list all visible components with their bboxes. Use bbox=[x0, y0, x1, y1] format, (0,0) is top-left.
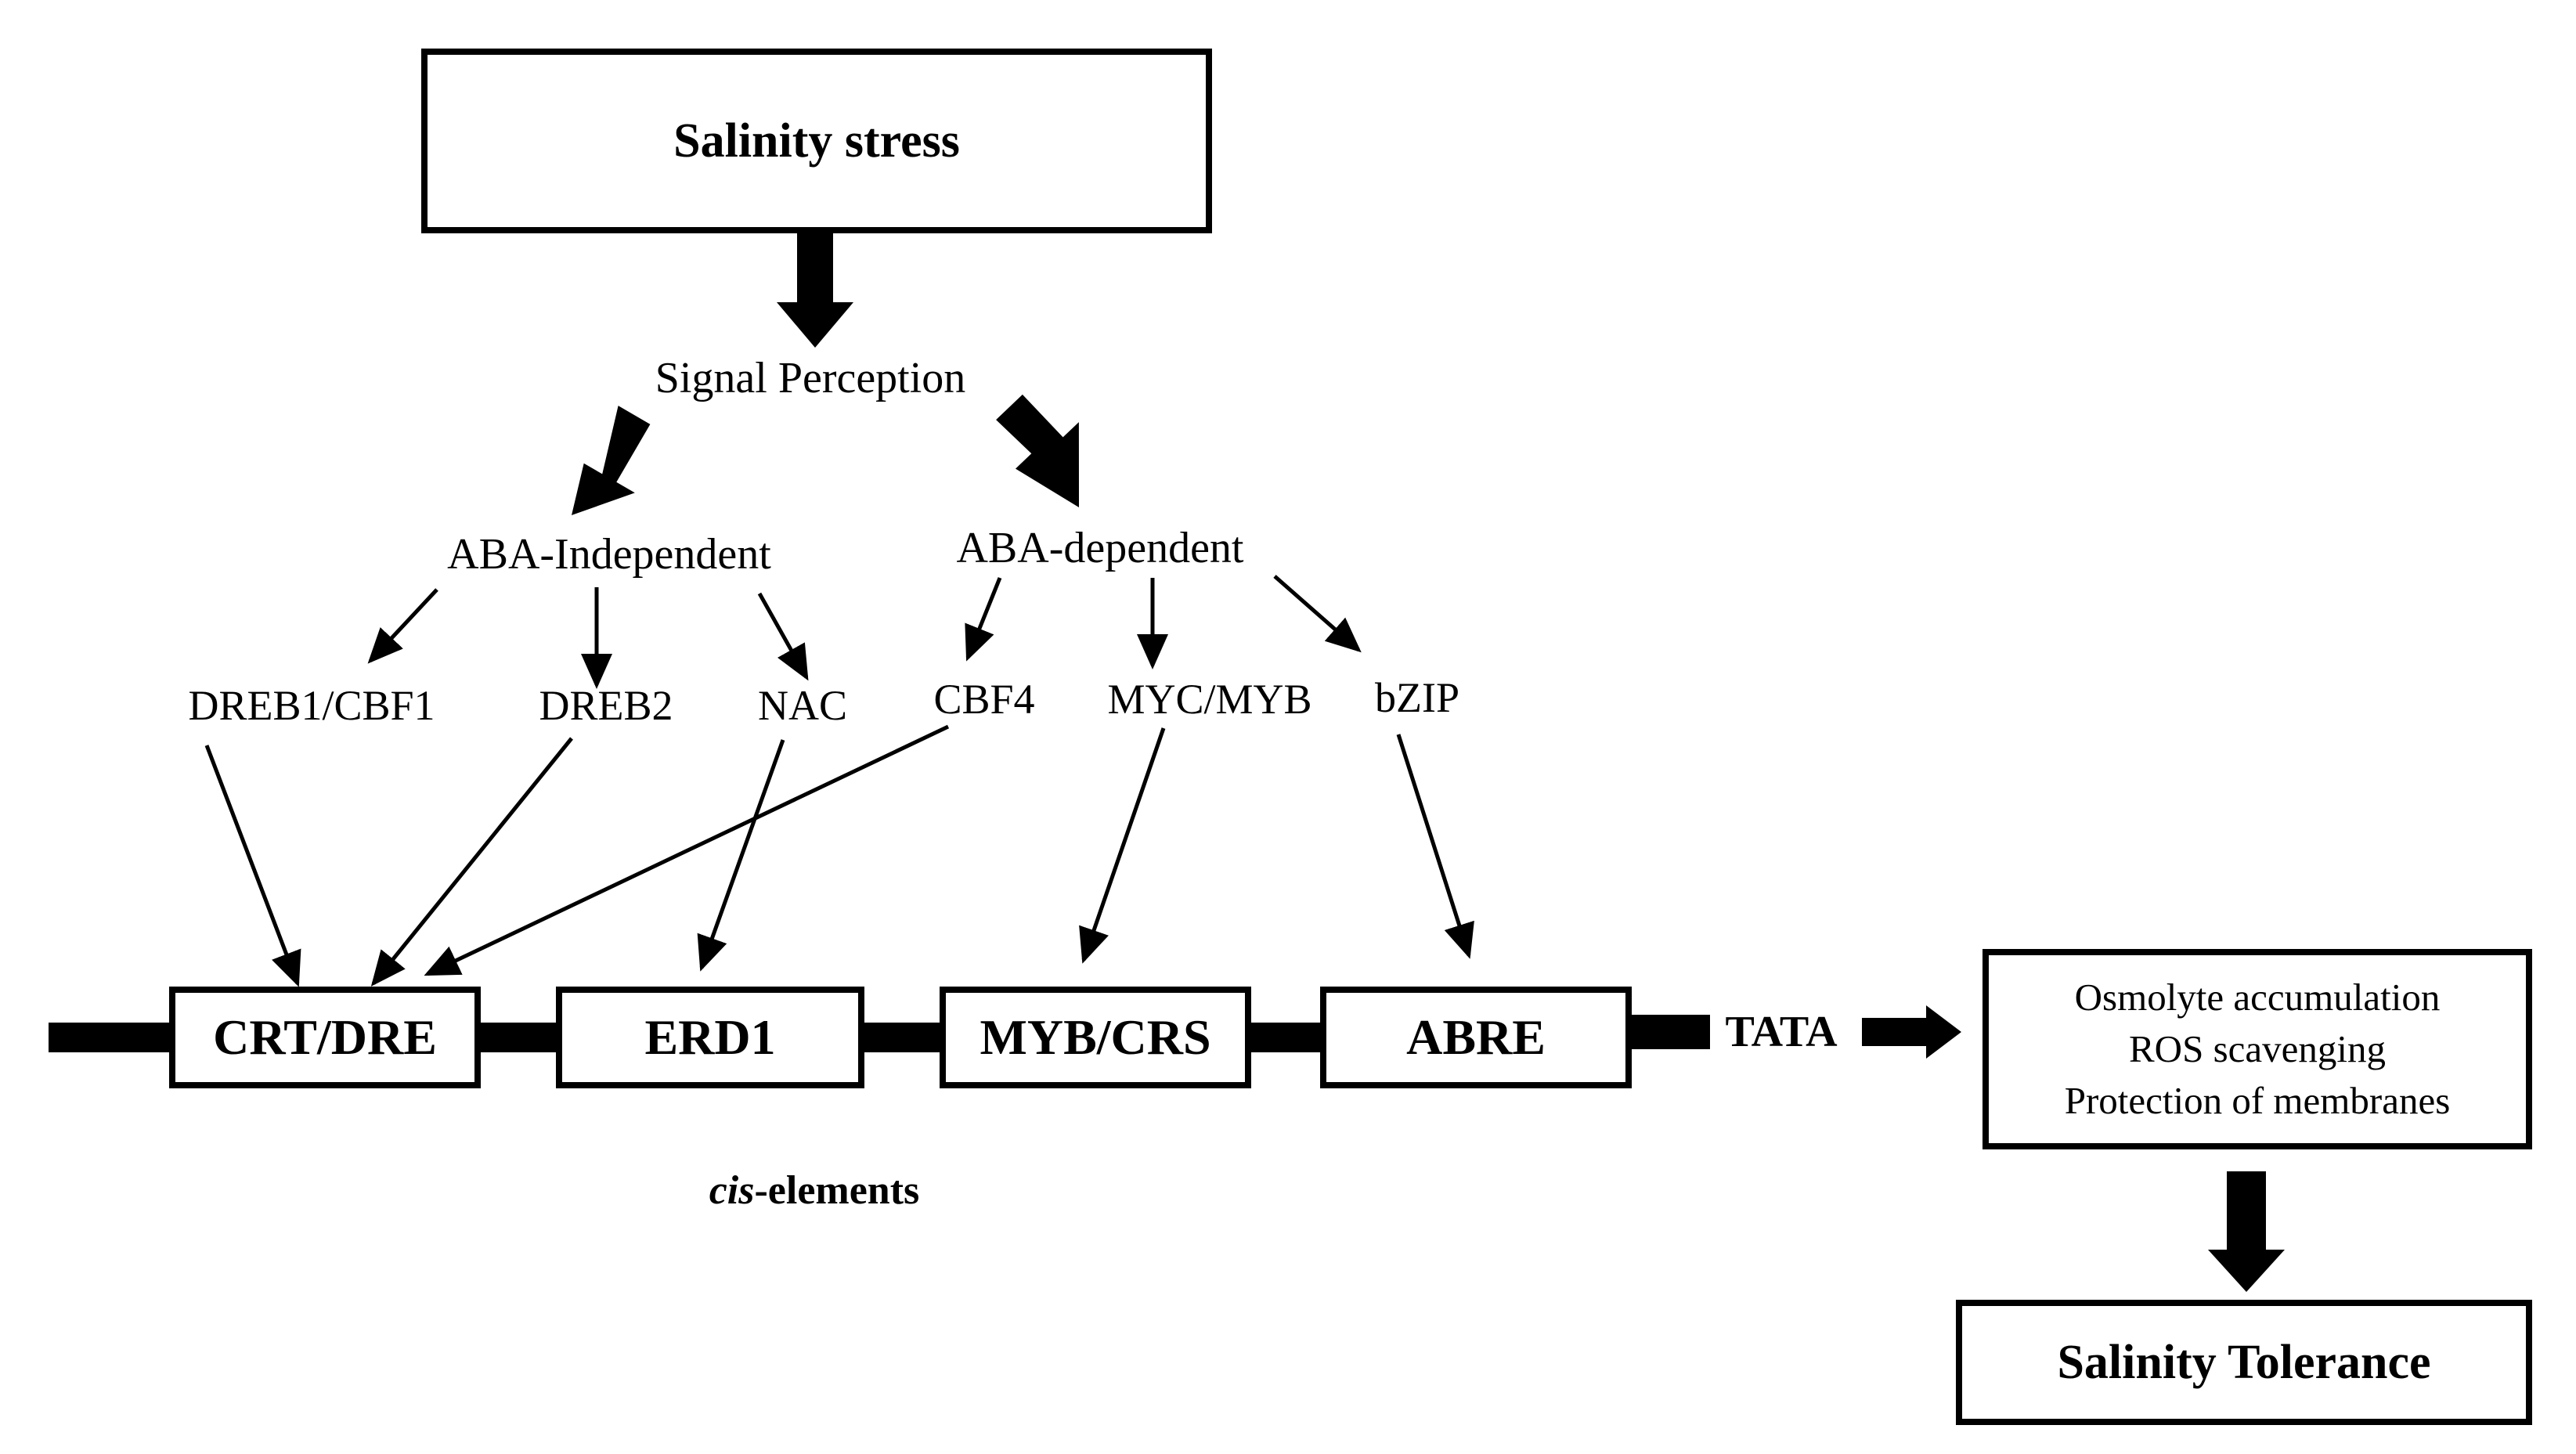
outcome-membranes: Protection of membranes bbox=[2064, 1079, 2451, 1122]
outcome-osmolyte: Osmolyte accumulation bbox=[2074, 976, 2441, 1019]
arrow-dependent-to-bzip bbox=[1273, 575, 1362, 653]
arrow-cbf4-to-crt bbox=[424, 724, 950, 976]
tf-cbf4: CBF4 bbox=[933, 676, 1035, 723]
cis-box-abre: ABRE bbox=[1320, 987, 1632, 1088]
cis-label-erd1: ERD1 bbox=[644, 1009, 776, 1065]
cis-box-myb-crs: MYB/CRS bbox=[940, 987, 1251, 1088]
tf-dreb1-cbf1: DREB1/CBF1 bbox=[188, 682, 435, 729]
cis-caption-italic: cis bbox=[709, 1167, 755, 1213]
aba-dependent-label: ABA-dependent bbox=[956, 524, 1244, 572]
salinity-stress-box: Salinity stress bbox=[421, 49, 1212, 233]
salinity-tolerance-label: Salinity Tolerance bbox=[2057, 1335, 2431, 1389]
block-arrow-outcomes-to-tolerance bbox=[2208, 1171, 2285, 1292]
cis-caption-rest: -elements bbox=[754, 1167, 920, 1213]
salinity-tolerance-box: Salinity Tolerance bbox=[1956, 1300, 2532, 1425]
block-arrow-tata-to-outcomes bbox=[1862, 1005, 1961, 1059]
tf-dreb2: DREB2 bbox=[539, 682, 673, 729]
thin-arrows bbox=[204, 575, 1474, 987]
cis-label-crt-dre: CRT/DRE bbox=[213, 1009, 437, 1065]
salinity-stress-label: Salinity stress bbox=[673, 114, 960, 168]
block-arrow-perception-to-independent bbox=[572, 406, 651, 515]
cis-elements-caption: cis-elements bbox=[658, 1159, 971, 1221]
arrow-independent-to-dreb1 bbox=[367, 588, 438, 664]
cis-box-erd1: ERD1 bbox=[556, 987, 864, 1088]
cis-box-crt-dre: CRT/DRE bbox=[169, 987, 481, 1088]
promoter-line bbox=[49, 1015, 1710, 1052]
arrow-bzip-to-abre bbox=[1396, 734, 1474, 959]
arrow-dreb1-to-crt bbox=[204, 745, 301, 987]
outcomes-box: Osmolyte accumulation ROS scavenging Pro… bbox=[1983, 949, 2532, 1149]
outcome-ros: ROS scavenging bbox=[2129, 1027, 2386, 1070]
arrow-independent-to-nac bbox=[757, 592, 809, 681]
tata-label: TATA bbox=[1725, 1008, 1838, 1056]
tf-nac: NAC bbox=[757, 682, 847, 729]
block-arrow-perception-to-dependent bbox=[996, 394, 1079, 507]
block-arrow-stress-to-perception bbox=[777, 232, 853, 348]
tf-myc-myb: MYC/MYB bbox=[1107, 676, 1312, 723]
arrow-mycmyb-to-mybcrs bbox=[1079, 727, 1166, 964]
aba-independent-label: ABA-Independent bbox=[447, 530, 771, 579]
arrow-nac-to-erd1 bbox=[697, 739, 785, 972]
arrow-dreb2-to-crt bbox=[370, 737, 573, 987]
signal-perception-label: Signal Perception bbox=[655, 354, 966, 402]
arrow-dependent-to-cbf4 bbox=[965, 577, 1002, 662]
tf-bzip: bZIP bbox=[1375, 674, 1459, 721]
cis-label-myb-crs: MYB/CRS bbox=[980, 1009, 1211, 1065]
cis-label-abre: ABRE bbox=[1406, 1009, 1546, 1065]
